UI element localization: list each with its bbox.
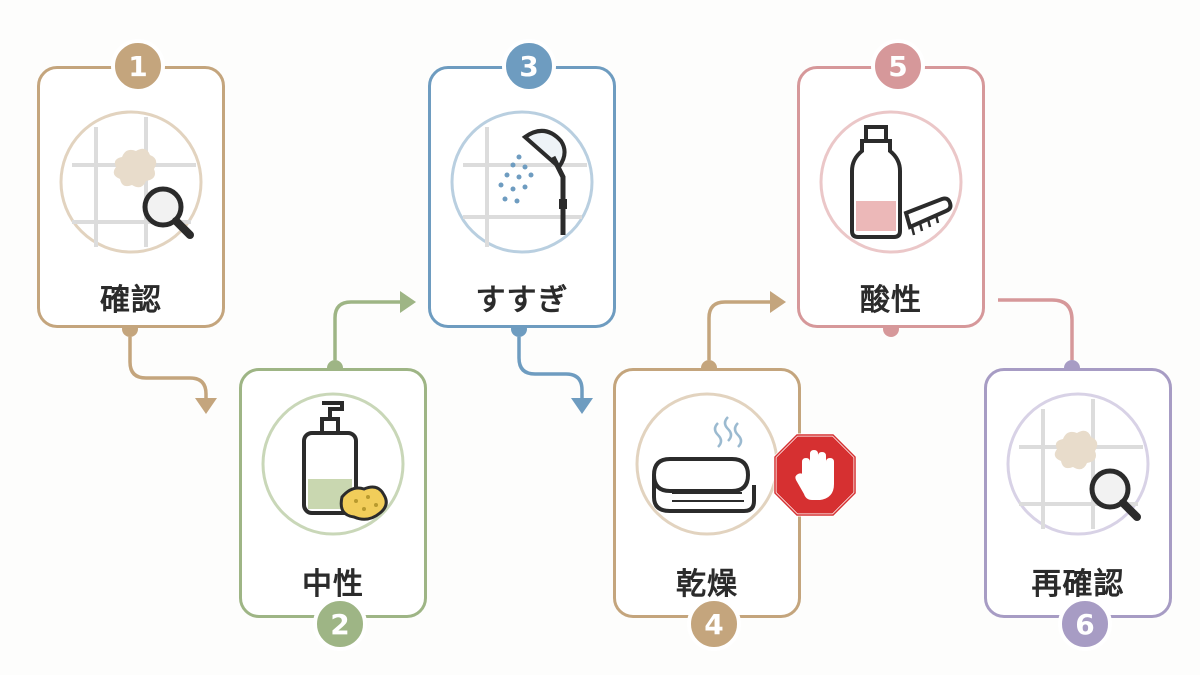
step-label: 中性 [302,567,364,602]
step-label: 再確認 [1031,567,1125,602]
step-label: 乾燥 [676,567,738,602]
stop-hand-icon [772,432,858,518]
tile-stain-magnifier-icon [56,107,206,257]
step-label: すすぎ [475,283,569,318]
step-number-badge: 2 [313,597,367,651]
step-number-badge: 4 [687,597,741,651]
step-card-3: 3 すすぎ [428,39,616,328]
acid-bottle-brush-icon [816,107,966,257]
step-card-1: 1 確認 [37,39,225,328]
connector-4-to-5 [701,291,786,376]
step-card-4: 乾燥 4 [613,368,801,651]
step-card-5: 5 酸性 [797,39,985,328]
step-label: 酸性 [860,283,922,318]
step-card-2: 中性 2 [239,368,427,651]
tile-stain-magnifier-icon [1003,389,1153,539]
step-number-badge: 3 [502,39,556,93]
step-card-6: 再確認 6 [984,368,1172,651]
connector-3-to-4 [511,321,593,414]
shower-head-icon [447,107,597,257]
folded-towel-icon [632,389,782,539]
connector-1-to-2 [122,321,217,414]
step-number-badge: 6 [1058,597,1112,651]
step-label: 確認 [100,283,162,318]
connector-2-to-3 [327,291,416,376]
step-number-badge: 1 [111,39,165,93]
pump-bottle-sponge-icon [258,389,408,539]
step-number-badge: 5 [871,39,925,93]
